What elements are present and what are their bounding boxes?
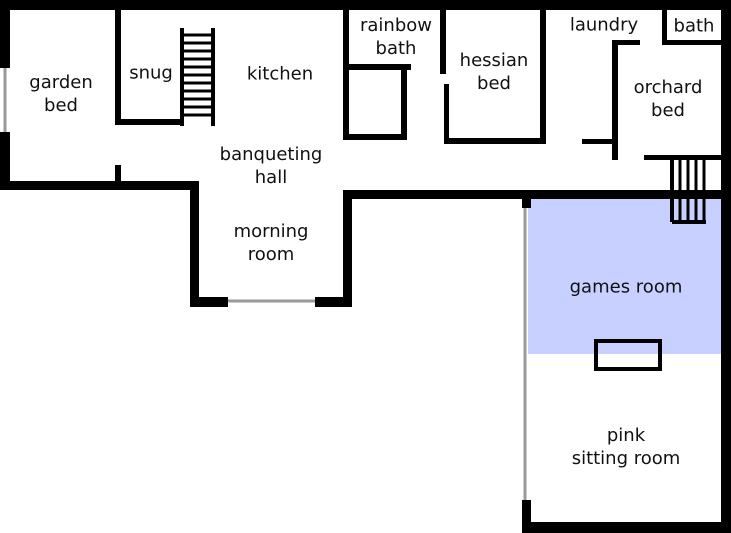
room-label-kitchen: kitchen [246,63,314,85]
wall-sitting-left-cap [522,500,531,533]
wall-morning-bottom-left [190,297,228,307]
wall-rainbow-inner-bottom [343,134,407,140]
room-label-garden-bed: garden bed [29,72,93,116]
games-table [594,339,662,371]
wall-morning-right [343,190,352,307]
room-label-orchard-bed: orchard bed [633,77,703,121]
wall-right [721,0,731,533]
wall-left-lower [0,132,10,190]
wall-rainbow-hessian [440,0,446,74]
windows [3,68,527,500]
wall-left-upper [0,0,10,68]
wall-bottom-east [522,522,731,533]
wall-garden-snug-lower [115,165,121,185]
room-label-banqueting-hall: banqueting hall [219,144,323,188]
wall-hessian-left-stub [440,64,446,72]
wall-hessian-laundry [540,0,546,144]
wall-snug-bottom [115,119,183,125]
wall-garden-snug [115,0,121,125]
wall-west-bottom [0,181,198,190]
wall-orchard-top [612,40,640,45]
stairs-east-risers [678,160,706,222]
room-label-rainbow-bath: rainbow bath [360,15,432,59]
room-label-hessian-bed: hessian bed [459,50,529,94]
wall-morning-left [190,181,199,307]
room-label-bath: bath [673,15,715,37]
room-label-games-room: games room [569,276,683,298]
wall-laundry-bath [662,0,667,44]
wall-orchard-bottom-stub [582,139,618,144]
wall-orchard-bottom [644,155,731,160]
wall-top [0,0,731,10]
wall-mid-corridor [343,190,731,199]
room-label-snug: snug [129,62,173,84]
wall-morning-bottom-right [315,297,352,307]
room-label-pink-sitting-room: pink sitting room [571,425,681,469]
wall-bath-bottom [662,40,731,45]
wall-games-left-cap [522,190,531,208]
wall-hessian-bottom [444,138,546,144]
wall-hessian-left-lower [444,84,449,144]
wall-rainbow-inner-top [343,64,411,70]
stairs-snug-treads [182,33,213,117]
wall-rainbow-inner-right [401,64,407,140]
room-label-laundry: laundry [569,14,639,36]
wall-orchard-left [612,40,618,160]
room-label-morning-room: morning room [233,221,309,265]
